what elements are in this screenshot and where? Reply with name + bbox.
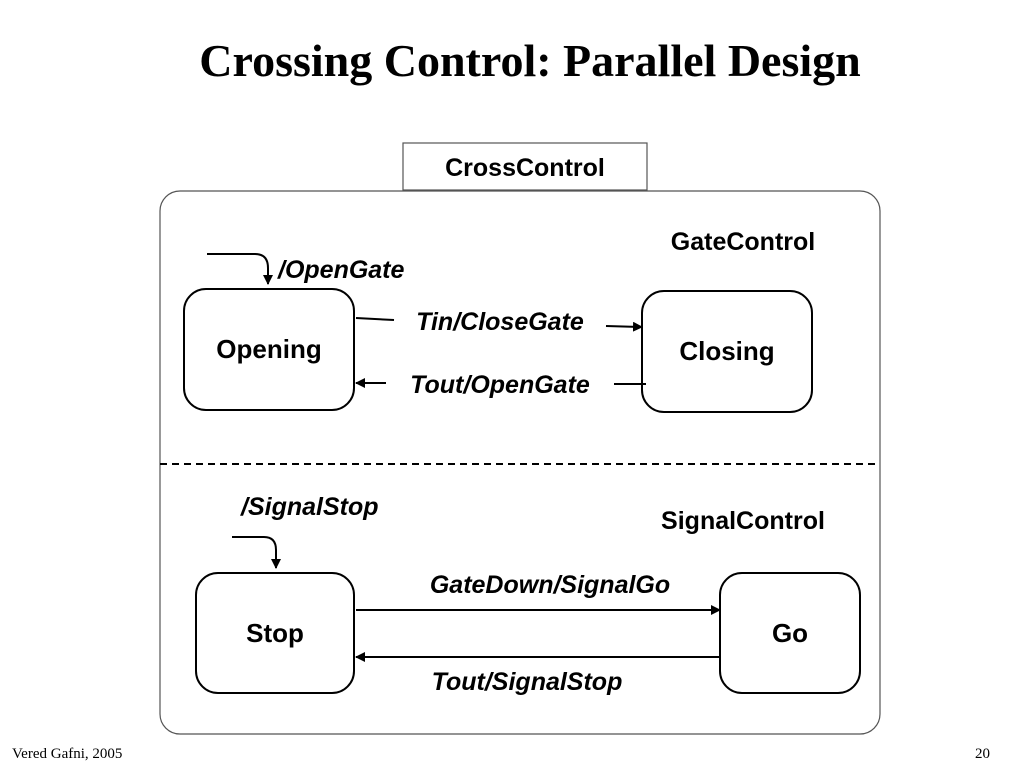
transition-label: Tin/CloseGate	[416, 308, 584, 336]
transition-label: GateDown/SignalGo	[430, 571, 670, 599]
state-name: Closing	[679, 336, 774, 366]
state-name: Stop	[246, 618, 304, 648]
default-transition-gatecontrol	[207, 253, 273, 285]
container-tab: CrossControl	[402, 142, 648, 191]
transition-gatedown-signalgo: GateDown/SignalGo	[356, 571, 721, 615]
state-name: Go	[772, 618, 808, 648]
state-stop: Stop	[195, 572, 355, 694]
region-name-gatecontrol: GateControl	[671, 228, 815, 256]
default-action-signalcontrol: /SignalStop	[240, 493, 379, 521]
region-name-signalcontrol: SignalControl	[661, 507, 825, 535]
state-go: Go	[719, 572, 861, 694]
default-transition-signalcontrol	[232, 536, 281, 569]
page-number: 20	[975, 746, 990, 762]
slide-title: Crossing Control: Parallel Design	[199, 35, 861, 86]
footer-author: Vered Gafni, 2005	[12, 746, 123, 762]
state-closing: Closing	[641, 290, 813, 413]
transition-tin-closegate: Tin/CloseGate	[355, 308, 643, 336]
state-opening: Opening	[183, 288, 355, 411]
crosscontrol-state	[159, 190, 881, 735]
transition-tout-opengate: Tout/OpenGate	[355, 371, 646, 399]
transition-label: Tout/OpenGate	[410, 371, 590, 399]
state-name: Opening	[216, 334, 321, 364]
transition-tout-signalstop: Tout/SignalStop	[355, 652, 720, 696]
default-action-gatecontrol: /OpenGate	[277, 256, 405, 284]
container-name: CrossControl	[445, 154, 605, 182]
transition-label: Tout/SignalStop	[432, 668, 623, 696]
